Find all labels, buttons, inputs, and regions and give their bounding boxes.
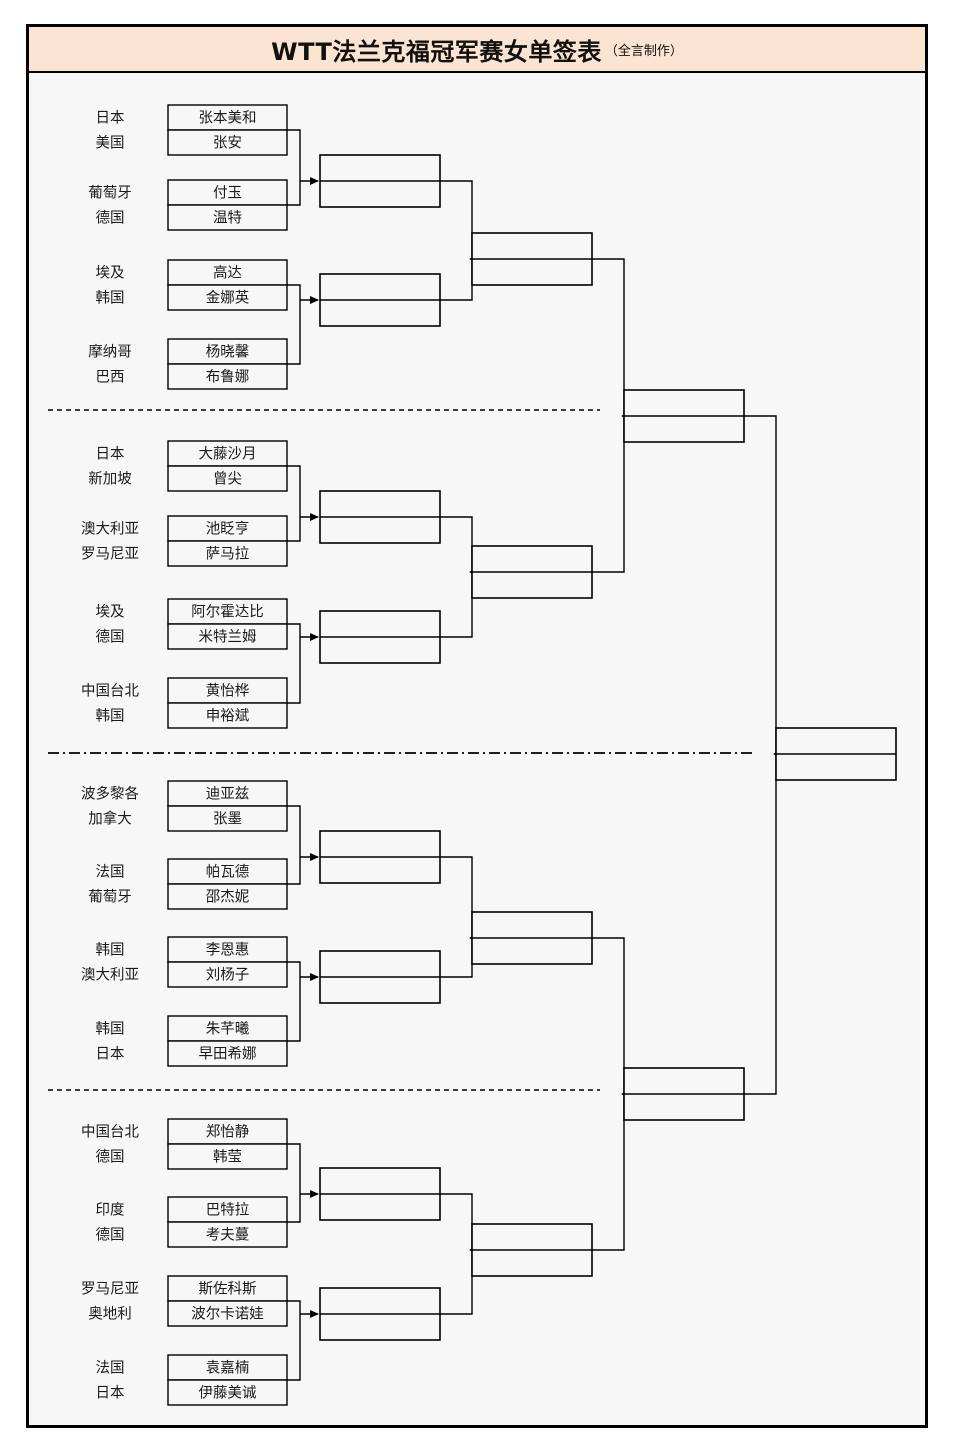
bracket-frame: WTT法兰克福冠军赛女单签表 （全言制作） [26, 24, 928, 1428]
page-title-credit: （全言制作） [604, 43, 683, 59]
title-header: WTT法兰克福冠军赛女单签表 （全言制作） [29, 27, 925, 73]
page-title: WTT法兰克福冠军赛女单签表 [271, 37, 602, 66]
